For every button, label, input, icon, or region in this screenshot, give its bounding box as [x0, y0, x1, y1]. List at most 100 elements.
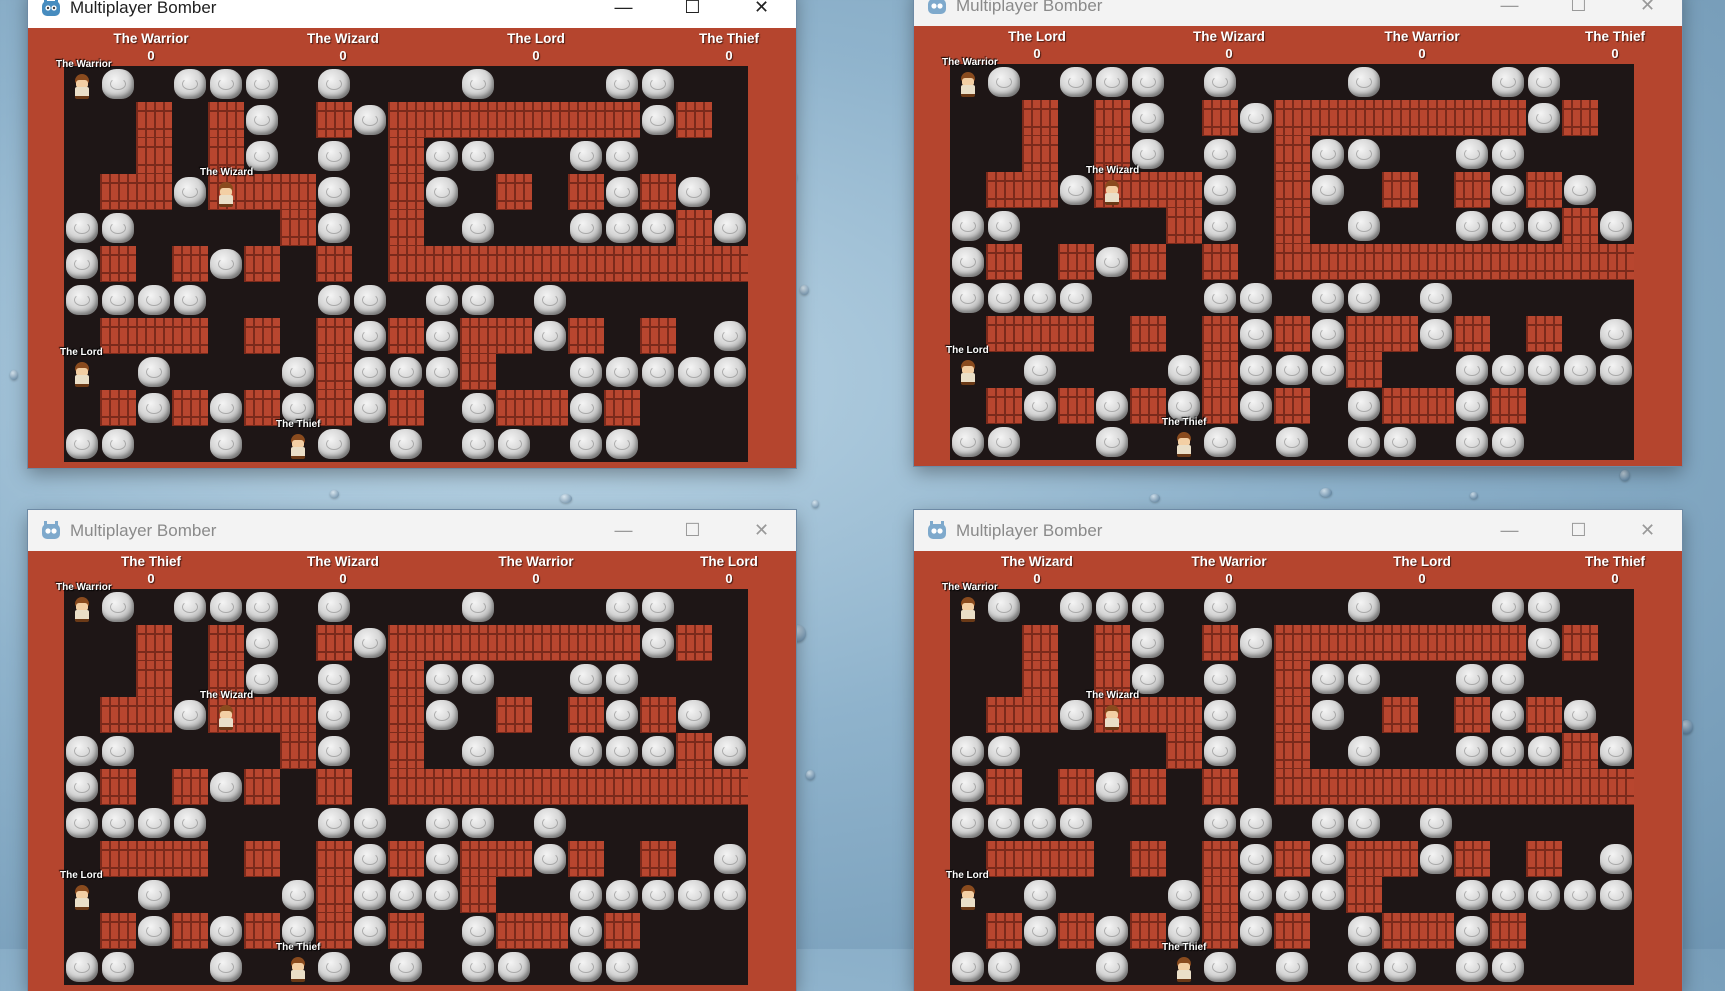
godot-app-icon	[40, 520, 62, 541]
score-value-1: 0	[1033, 46, 1041, 61]
rock-block	[354, 285, 386, 315]
rock-block	[1348, 211, 1380, 241]
brick-wall	[424, 625, 460, 661]
brick-wall	[604, 769, 640, 805]
rock-block	[952, 772, 984, 802]
maximize-button[interactable]: ☐	[684, 520, 701, 540]
rock-block	[1204, 283, 1236, 313]
rock-block	[1492, 175, 1524, 205]
title-bar[interactable]: Multiplayer Bomber — ☐ ✕	[28, 510, 796, 551]
rock-block	[318, 177, 350, 207]
brick-wall	[1382, 100, 1418, 136]
brick-wall	[244, 841, 280, 877]
brick-wall	[1274, 316, 1310, 352]
rock-block	[1492, 880, 1524, 910]
rock-block	[282, 357, 314, 387]
maximize-button[interactable]: ☐	[1570, 0, 1587, 15]
rock-block	[606, 592, 638, 622]
rock-block	[952, 952, 984, 982]
brick-wall	[1166, 208, 1202, 244]
brick-wall	[712, 246, 748, 282]
close-button[interactable]: ✕	[1639, 0, 1656, 15]
brick-wall	[100, 246, 136, 282]
maximize-button[interactable]: ☐	[1570, 520, 1587, 540]
brick-wall	[316, 913, 352, 949]
brick-wall	[1598, 244, 1634, 280]
minimize-button[interactable]: —	[1500, 0, 1519, 15]
brick-wall	[244, 246, 280, 282]
player-wizard	[216, 705, 236, 730]
brick-wall	[532, 769, 568, 805]
rock-block	[66, 429, 98, 459]
rock-block	[534, 808, 566, 838]
rock-block	[642, 357, 674, 387]
game-window-3[interactable]: Multiplayer Bomber — ☐ ✕ The Thief 0 The…	[28, 510, 796, 991]
rock-block	[354, 880, 386, 910]
brick-wall	[1130, 244, 1166, 280]
player-lord	[958, 360, 978, 385]
maximize-button[interactable]: ☐	[684, 0, 701, 17]
brick-wall	[1382, 697, 1418, 733]
rock-block	[282, 393, 314, 423]
brick-wall	[1202, 769, 1238, 805]
game-window-2[interactable]: Multiplayer Bomber — ☐ ✕ The Lord 0 The …	[914, 0, 1682, 466]
game-viewport[interactable]: The Lord 0 The Wizard 0 The Warrior 0 Th…	[914, 26, 1682, 466]
brick-wall	[1346, 244, 1382, 280]
game-window-1[interactable]: Multiplayer Bomber — ☐ ✕ The Warrior 0 T…	[28, 0, 796, 468]
rock-block	[210, 249, 242, 279]
rock-block	[66, 736, 98, 766]
close-button[interactable]: ✕	[1639, 520, 1656, 540]
brick-wall	[100, 769, 136, 805]
brick-wall	[1274, 208, 1310, 244]
rock-block	[1132, 103, 1164, 133]
game-viewport[interactable]: The Wizard 0 The Warrior 0 The Lord 0 Th…	[914, 551, 1682, 991]
brick-wall	[1058, 388, 1094, 424]
rock-block	[246, 69, 278, 99]
game-window-4[interactable]: Multiplayer Bomber — ☐ ✕ The Wizard 0 Th…	[914, 510, 1682, 991]
title-bar[interactable]: Multiplayer Bomber — ☐ ✕	[914, 510, 1682, 551]
title-bar[interactable]: Multiplayer Bomber — ☐ ✕	[28, 0, 796, 28]
brick-wall	[676, 210, 712, 246]
title-bar[interactable]: Multiplayer Bomber — ☐ ✕	[914, 0, 1682, 26]
godot-app-icon	[40, 0, 62, 18]
brick-wall	[1562, 100, 1598, 136]
rock-block	[1600, 355, 1632, 385]
brick-wall	[136, 661, 172, 697]
rock-block	[606, 177, 638, 207]
rock-block	[1420, 283, 1452, 313]
rock-block	[462, 592, 494, 622]
brick-wall	[1598, 769, 1634, 805]
rock-block	[1492, 211, 1524, 241]
game-viewport[interactable]: The Thief 0 The Wizard 0 The Warrior 0 T…	[28, 551, 796, 991]
brick-wall	[1274, 100, 1310, 136]
brick-wall	[1382, 625, 1418, 661]
player-label-lord: The Lord	[60, 870, 103, 881]
brick-wall	[640, 769, 676, 805]
brick-wall	[1058, 913, 1094, 949]
rock-block	[1492, 700, 1524, 730]
minimize-button[interactable]: —	[614, 0, 633, 17]
brick-wall	[1454, 244, 1490, 280]
minimize-button[interactable]: —	[1500, 520, 1519, 540]
rock-block	[426, 880, 458, 910]
rock-block	[1492, 664, 1524, 694]
brick-wall	[1094, 661, 1130, 697]
brick-wall	[1202, 244, 1238, 280]
brick-wall	[244, 697, 280, 733]
close-button[interactable]: ✕	[753, 0, 770, 17]
brick-wall	[388, 174, 424, 210]
brick-wall	[1526, 244, 1562, 280]
brick-wall	[388, 697, 424, 733]
player-thief	[1174, 957, 1194, 982]
brick-wall	[604, 102, 640, 138]
close-button[interactable]: ✕	[753, 520, 770, 540]
rock-block	[1240, 391, 1272, 421]
minimize-button[interactable]: —	[614, 520, 633, 540]
rock-block	[678, 177, 710, 207]
player-lord	[72, 885, 92, 910]
game-viewport[interactable]: The Warrior 0 The Wizard 0 The Lord 0 Th…	[28, 28, 796, 468]
rock-block	[1492, 67, 1524, 97]
brick-wall	[496, 841, 532, 877]
brick-wall	[1274, 388, 1310, 424]
